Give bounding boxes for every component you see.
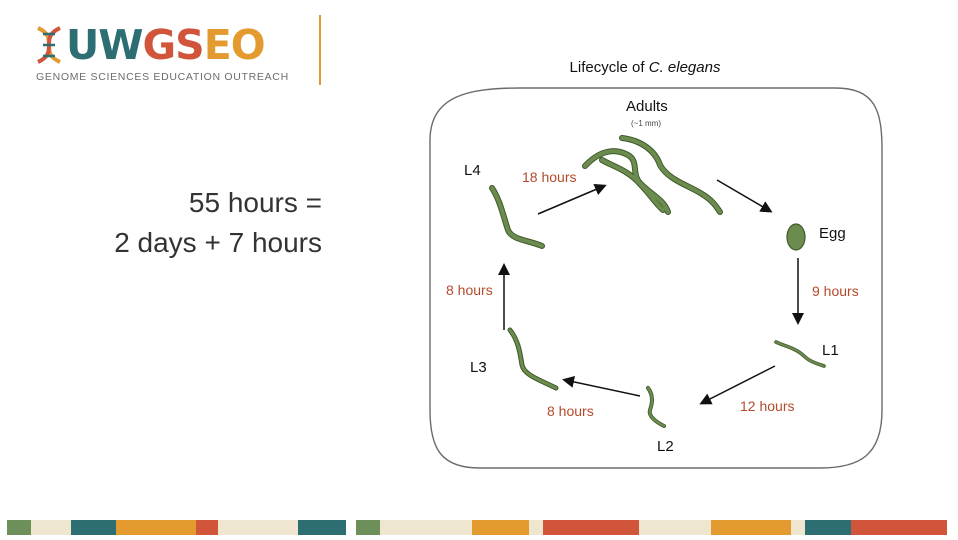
stage-label-adults: Adults: [626, 98, 668, 115]
stage-label-l2: L2: [657, 438, 674, 455]
logo-w: W: [98, 21, 143, 69]
duration-l3-to-l4: 8 hours: [446, 282, 493, 298]
stage-label-l4: L4: [464, 162, 481, 179]
footer-segment: [7, 520, 31, 535]
title-species: C. elegans: [648, 59, 721, 76]
logo-divider: [319, 15, 321, 85]
dna-helix-icon: [37, 26, 61, 64]
arrow-l1-to-l2: [699, 365, 776, 405]
footer-segment: [31, 520, 71, 535]
arrow-l2-to-l3: [562, 376, 641, 397]
duration-l1-to-l2: 12 hours: [740, 398, 795, 414]
stage-label-l3: L3: [470, 359, 487, 376]
footer-segment: [851, 520, 947, 535]
stage-label-l1: L1: [822, 342, 839, 359]
total-duration-line1: 55 hours =: [188, 187, 322, 218]
adult-size-label: (~1 mm): [631, 119, 661, 128]
logo-u: U: [66, 21, 99, 69]
duration-l4-to-adult: 18 hours: [522, 169, 577, 185]
stage-label-egg: Egg: [819, 225, 846, 242]
arrow-l4-to-adult: [537, 183, 607, 215]
footer-segment: [218, 520, 298, 535]
footer-segment: [472, 520, 529, 535]
lifecycle-border: [429, 87, 883, 469]
footer-segment: [639, 520, 711, 535]
footer-segment: [380, 520, 472, 535]
footer-segment: [529, 520, 543, 535]
footer-segment: [71, 520, 116, 535]
egg-shape: [786, 223, 806, 251]
footer-segment: [196, 520, 218, 535]
adult-worms-fill: [583, 136, 722, 214]
footer-segment: [356, 520, 380, 535]
logo-subtitle: GENOME SCIENCES EDUCATION OUTREACH: [36, 71, 289, 83]
arrow-adult-to-egg: [716, 179, 773, 213]
total-duration-line2: 2 days + 7 hours: [114, 227, 322, 258]
diagram-title: Lifecycle of C. elegans: [545, 59, 745, 76]
footer-segment: [298, 520, 346, 535]
footer-segment: [711, 520, 791, 535]
footer-segment: [116, 520, 196, 535]
logo-gs: GS: [142, 21, 205, 69]
footer-segment: [805, 520, 851, 535]
total-duration: 55 hours = 2 days + 7 hours: [114, 183, 322, 263]
logo-wordmark: UWGSEO: [66, 20, 266, 70]
footer-segment: [543, 520, 639, 535]
logo-eo: EO: [203, 21, 266, 69]
footer-segment: [791, 520, 805, 535]
duration-l2-to-l3: 8 hours: [547, 403, 594, 419]
title-prefix: Lifecycle of: [569, 59, 649, 76]
duration-egg-to-l1: 9 hours: [812, 283, 859, 299]
